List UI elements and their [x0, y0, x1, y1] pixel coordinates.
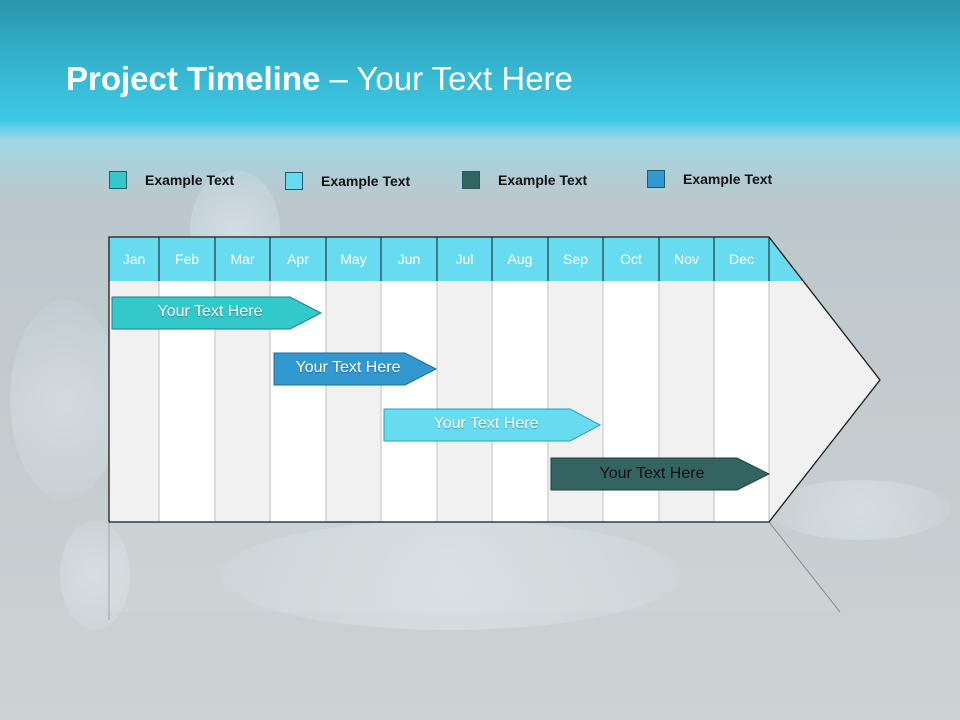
legend-item-2: Example Text — [285, 172, 410, 190]
month-oct: Oct — [620, 251, 642, 267]
timeline-bar-4-label: Your Text Here — [599, 465, 705, 482]
water-splash-decoration — [220, 520, 680, 630]
month-may: May — [340, 251, 367, 267]
legend-label: Example Text — [683, 171, 773, 187]
month-jul: Jul — [455, 251, 474, 267]
legend-label: Example Text — [498, 172, 588, 188]
legend-swatch-blue — [647, 170, 665, 188]
timeline-bar-1-label: Your Text Here — [157, 303, 263, 320]
month-apr: Apr — [287, 251, 309, 267]
month-dec: Dec — [729, 251, 754, 267]
timeline-bar-2-label: Your Text Here — [295, 359, 401, 376]
month-nov: Nov — [674, 251, 699, 267]
legend-item-4: Example Text — [647, 170, 772, 188]
month-jan: Jan — [122, 251, 146, 267]
legend-swatch-teal — [109, 171, 127, 189]
legend-swatch-dark-teal — [462, 171, 480, 189]
legend-label: Example Text — [145, 172, 235, 188]
month-sep: Sep — [563, 251, 588, 267]
month-mar: Mar — [230, 251, 255, 267]
legend-item-1: Example Text — [109, 171, 234, 189]
legend-label: Example Text — [321, 173, 411, 189]
legend-swatch-light-blue — [285, 172, 303, 190]
water-splash-decoration — [60, 520, 130, 630]
page-title: Project Timeline – Your Text Here — [66, 60, 573, 97]
timeline-bar-2 — [273, 352, 438, 386]
timeline-bar-3-label: Your Text Here — [433, 415, 539, 432]
legend-item-3: Example Text — [462, 171, 587, 189]
month-jun: Jun — [397, 251, 421, 267]
month-aug: Aug — [507, 251, 533, 267]
timeline-bar-3 — [383, 408, 602, 442]
month-feb: Feb — [174, 251, 200, 267]
water-splash-decoration — [770, 480, 950, 540]
timeline-bar-1 — [111, 296, 323, 330]
timeline-bar-4 — [550, 457, 771, 491]
water-splash-decoration — [10, 300, 120, 500]
